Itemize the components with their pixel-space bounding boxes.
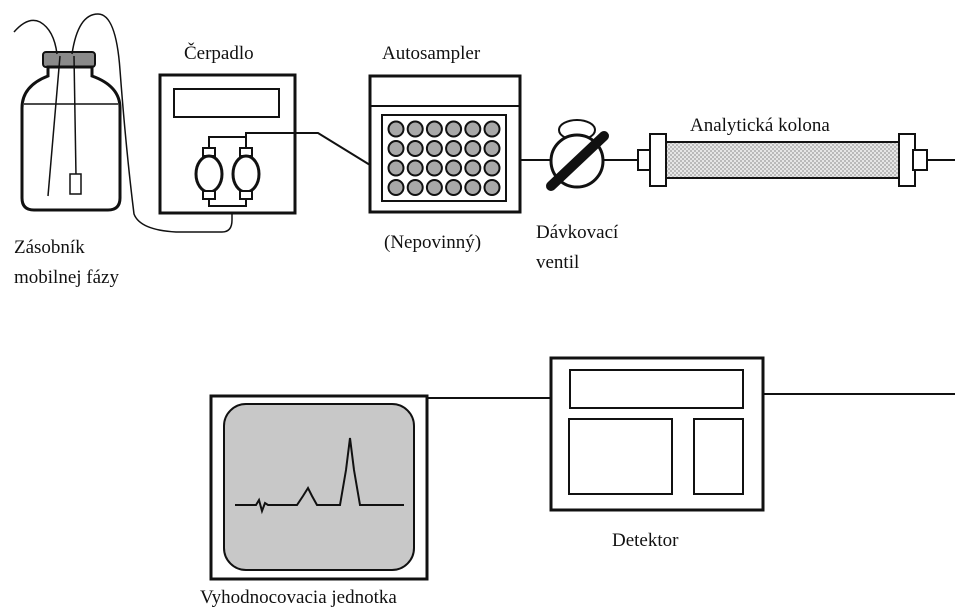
valve-label-line2: ventil (536, 252, 579, 273)
pump-head-2 (231, 154, 261, 194)
reservoir-label-line1: Zásobník (14, 237, 85, 258)
column-label: Analytická kolona (690, 115, 830, 136)
sample-vial (483, 140, 501, 157)
chromatogram-trace (235, 437, 404, 515)
sample-vial (445, 120, 463, 138)
vent-tube (13, 19, 58, 55)
pump-tube-bottom (208, 197, 247, 207)
detector-display (569, 369, 744, 409)
tube-pump-to-autosampler (245, 132, 371, 166)
autosampler-optional-label: (Nepovinný) (384, 232, 481, 253)
column-packing (665, 141, 900, 179)
sample-vial (483, 179, 501, 196)
sample-vial (464, 179, 482, 196)
sample-vial (483, 120, 501, 138)
sample-vial (406, 140, 424, 157)
bottle-body (20, 65, 122, 212)
inlet-tube-1 (47, 55, 61, 197)
evaluation-unit (209, 394, 429, 581)
pump-head-2-bottom (239, 190, 253, 200)
sample-vial (406, 120, 424, 138)
detector-panel-right (693, 418, 744, 495)
supply-tube (71, 13, 233, 233)
column-fitting-left (649, 133, 667, 187)
reservoir-label-line2: mobilnej fázy (14, 267, 119, 288)
sample-vial (425, 120, 443, 138)
monitor-screen (223, 403, 415, 571)
pump-head-1-bottom (202, 190, 216, 200)
sample-vial (387, 179, 405, 196)
sample-vial (406, 179, 424, 196)
sample-vial (445, 140, 463, 157)
sample-vial (406, 159, 424, 177)
pump-tube-top (208, 136, 247, 150)
column-fitting-right-outer (912, 149, 928, 171)
sample-vial (445, 159, 463, 177)
autosampler (368, 74, 522, 214)
pump-display (173, 88, 280, 118)
valve-handle (546, 131, 609, 191)
sample-vial (464, 120, 482, 138)
sample-vial (425, 179, 443, 196)
detector-panel-left (568, 418, 673, 495)
detector (549, 356, 765, 512)
sample-vial-grid (387, 120, 501, 196)
valve-label-line1: Dávkovací (536, 222, 619, 243)
injection-valve (546, 119, 609, 191)
sample-vial (387, 140, 405, 157)
pump (158, 73, 297, 215)
pump-label: Čerpadlo (184, 42, 254, 64)
sample-vial (464, 159, 482, 177)
evaluation-unit-label: Vyhodnocovacia jednotka (200, 587, 397, 608)
sample-vial (425, 159, 443, 177)
inlet-filter (69, 173, 82, 195)
sample-vial (464, 140, 482, 157)
bottle-cap (42, 51, 96, 68)
analytical-column (637, 133, 928, 187)
autosampler-label: Autosampler (382, 43, 481, 64)
sample-vial (425, 140, 443, 157)
sample-vial (483, 159, 501, 177)
sample-vial (387, 159, 405, 177)
mobile-phase-reservoir (13, 13, 233, 233)
sample-vial (387, 120, 405, 138)
sample-vial (445, 179, 463, 196)
inlet-tube-2 (73, 55, 77, 177)
detector-label: Detektor (612, 530, 679, 551)
pump-head-1 (194, 154, 224, 194)
